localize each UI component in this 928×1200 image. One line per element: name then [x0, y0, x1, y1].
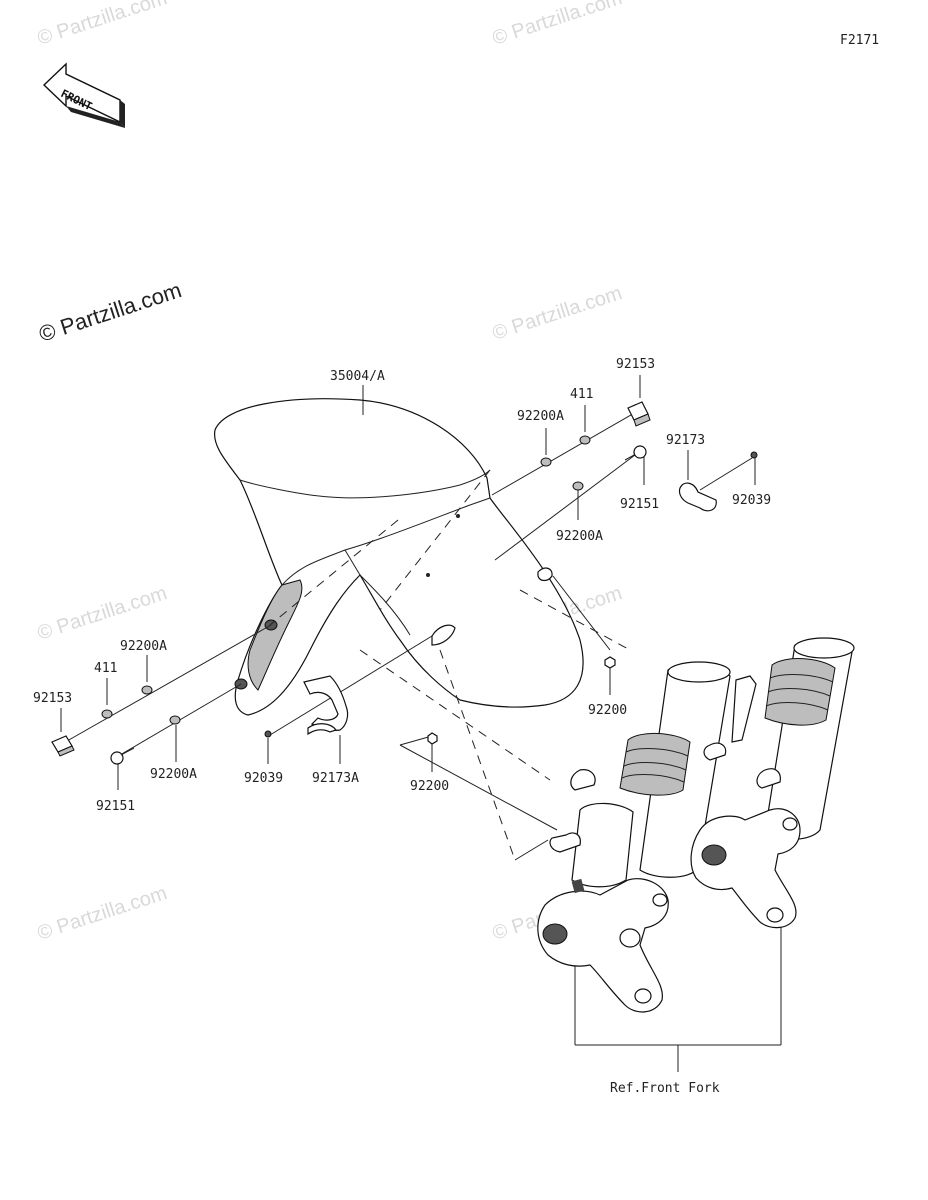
bolt-right-mid-icon: [624, 445, 647, 461]
watermark-top-center: © Partzilla.com: [490, 0, 625, 50]
label-bolt-top-right: 92153: [616, 357, 655, 372]
clamp-right-icon: [678, 482, 717, 512]
bolt-left-upper-icon: [51, 735, 75, 757]
part-labels: 35004/A 92153 411 92200A 92151 92200A 92…: [33, 357, 771, 1096]
nut-left-icon: [427, 732, 438, 745]
washer-top-right-icon: [540, 457, 552, 467]
label-clamp-left: 92173A: [312, 771, 359, 786]
leader-lines: [59, 375, 782, 1072]
bolt-left-lower-icon: [110, 747, 135, 765]
label-bolt-left-lower: 92151: [96, 799, 135, 814]
label-nut-right: 92200: [588, 703, 627, 718]
hardware: [51, 401, 758, 765]
screw-right-icon: [750, 451, 758, 459]
front-arrow-icon: FRONT: [42, 62, 125, 128]
watermark-mid-right: © Partzilla.com: [490, 282, 625, 345]
watermark-low-left: © Partzilla.com: [35, 882, 170, 945]
figure-code: F2171: [840, 33, 879, 48]
label-collar-left: 411: [94, 661, 117, 676]
front-fork-left: [537, 661, 731, 1013]
label-screw-right: 92039: [732, 493, 771, 508]
front-fork-right: [690, 637, 855, 929]
watermark-main: © Partzilla.com: [36, 277, 185, 347]
label-reference-front-fork: Ref.Front Fork: [610, 1081, 720, 1096]
label-washer-left-b: 92200A: [150, 767, 197, 782]
washer-left-lower-icon: [169, 715, 181, 725]
nut-right-icon: [604, 656, 616, 669]
label-screw-left: 92039: [244, 771, 283, 786]
label-nut-left: 92200: [410, 779, 449, 794]
collar-top-right-icon: [579, 435, 591, 445]
label-washer-top-right-b: 92200A: [556, 529, 603, 544]
label-collar-top-right: 411: [570, 387, 593, 402]
label-washer-left-a: 92200A: [120, 639, 167, 654]
label-fender: 35004/A: [330, 369, 385, 384]
watermark-top-left: © Partzilla.com: [35, 0, 170, 50]
label-bolt-right-mid: 92151: [620, 497, 659, 512]
collar-left-icon: [101, 709, 113, 719]
watermark-mid-left: © Partzilla.com: [35, 582, 170, 645]
label-bolt-left-upper: 92153: [33, 691, 72, 706]
bolt-top-right-icon: [627, 401, 651, 427]
washer-right-mid-icon: [572, 481, 584, 491]
washer-left-upper-icon: [141, 685, 153, 695]
screw-left-icon: [264, 730, 272, 738]
front-fender: [213, 398, 584, 716]
label-washer-top-right-a: 92200A: [517, 409, 564, 424]
clamp-left-icon: [303, 675, 349, 736]
label-clamp-right: 92173: [666, 433, 705, 448]
